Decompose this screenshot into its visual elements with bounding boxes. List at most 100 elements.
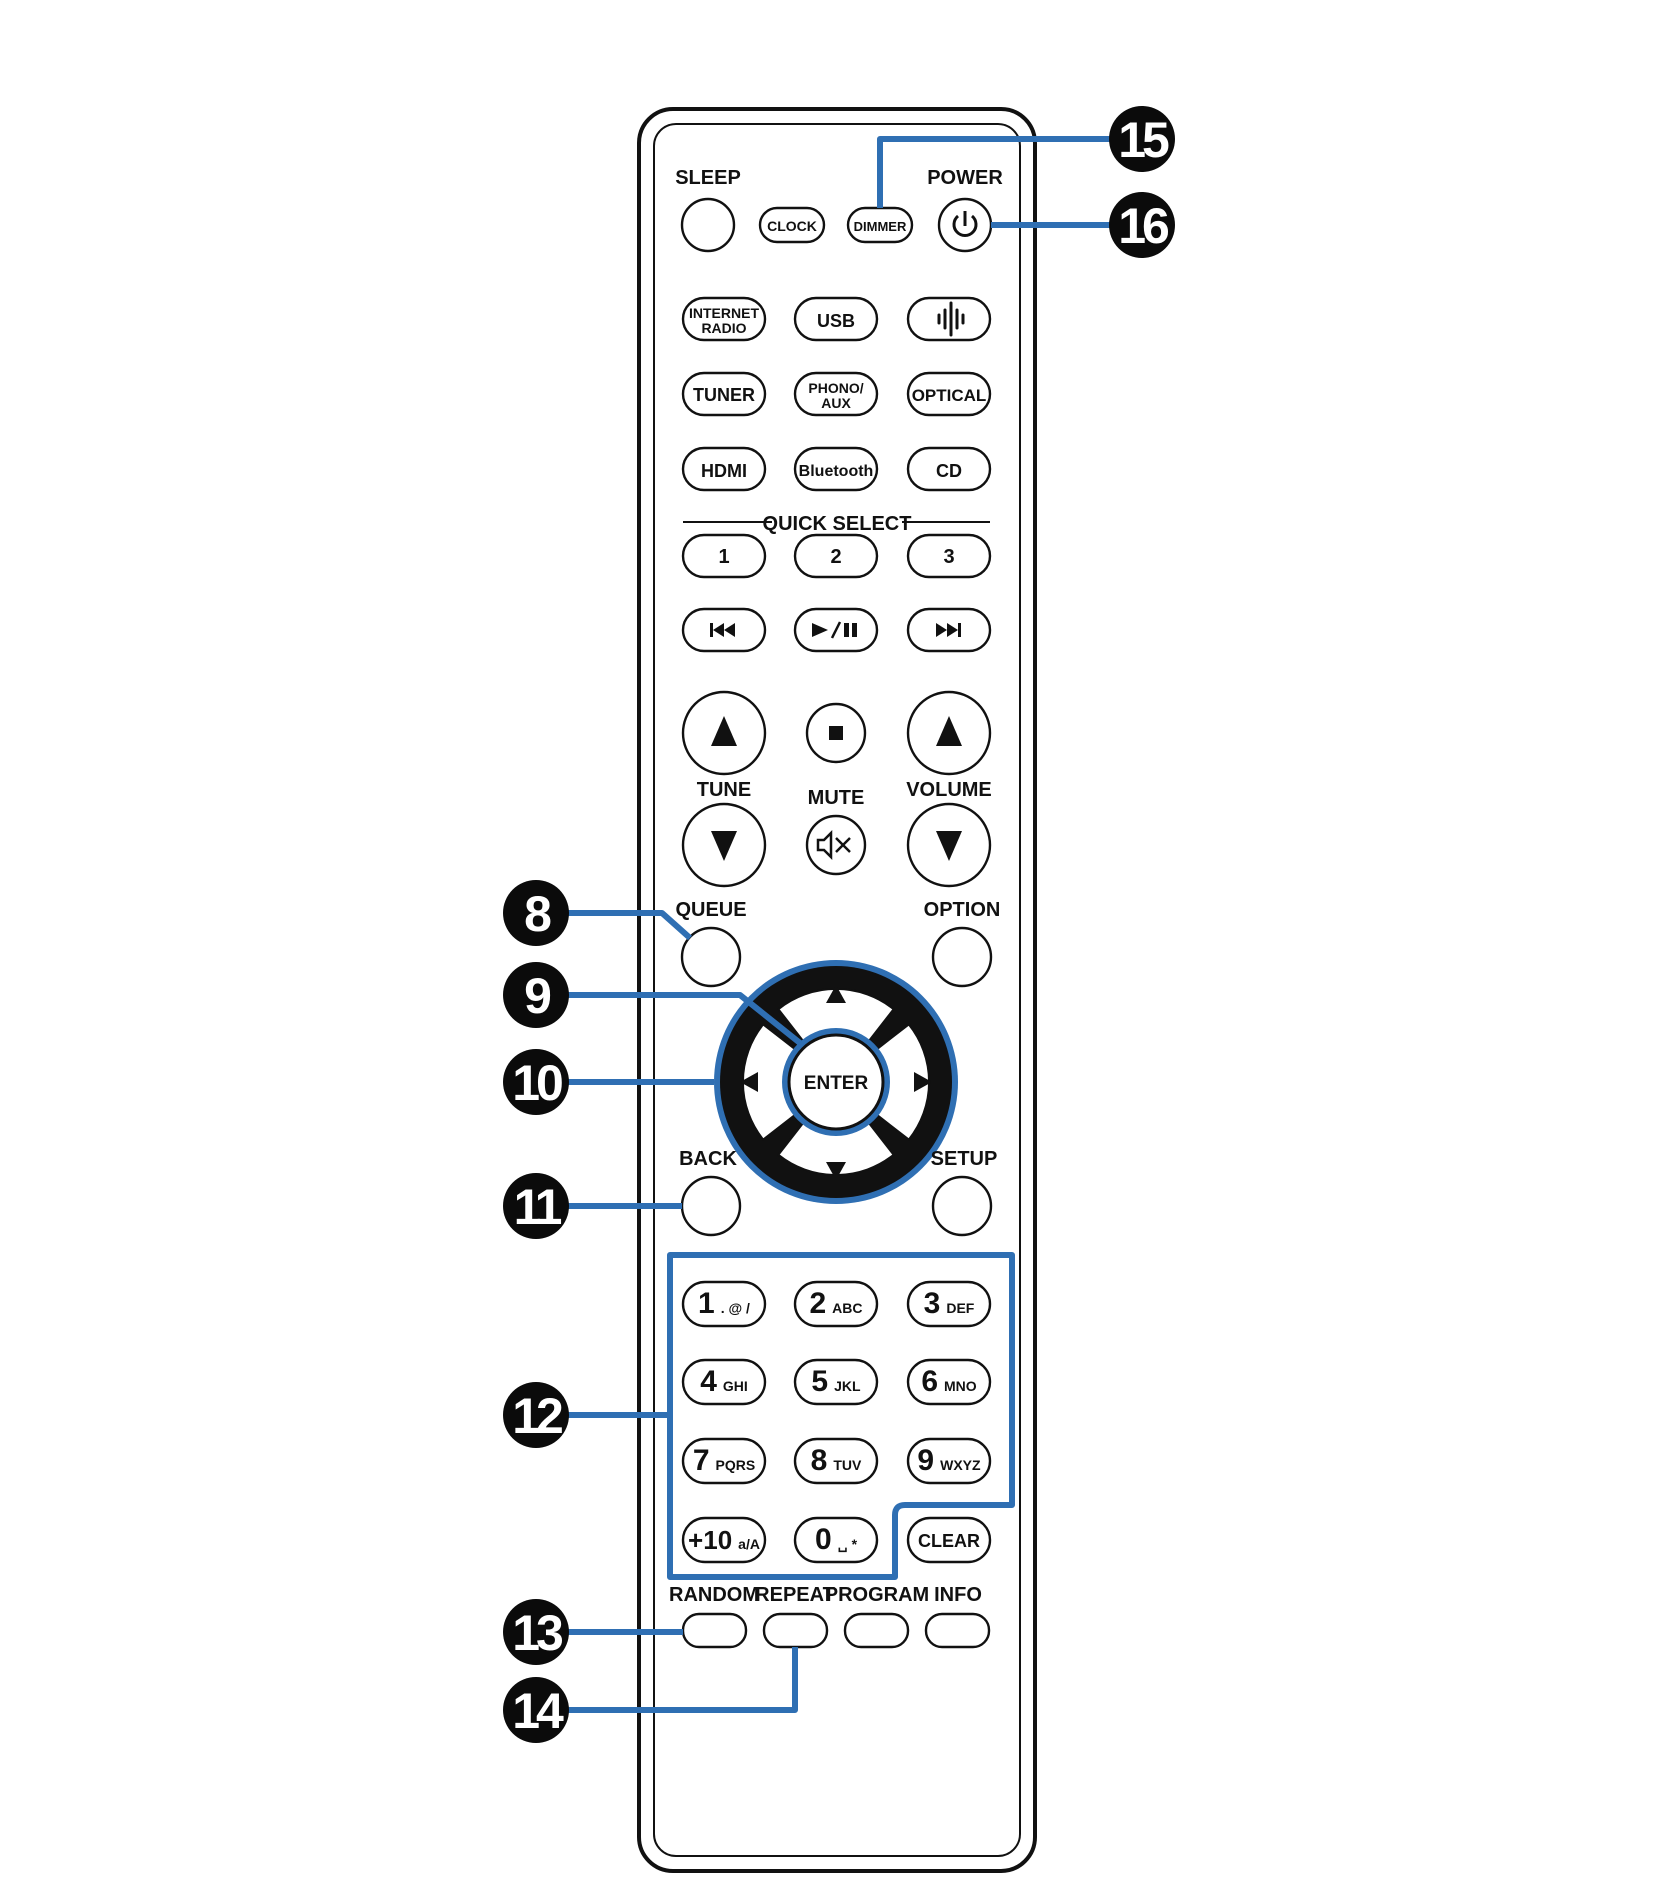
numpad-key-button[interactable] bbox=[681, 1280, 767, 1328]
power-label: POWER bbox=[927, 167, 1003, 189]
cd-button[interactable] bbox=[906, 446, 992, 492]
repeat-label: REPEAT bbox=[755, 1584, 835, 1606]
callout-line-9 bbox=[566, 992, 802, 1046]
tune-label: TUNE bbox=[697, 779, 751, 801]
volume-down-arrow-icon bbox=[936, 831, 962, 861]
callout-9-text: 9 bbox=[524, 968, 550, 1024]
back-button[interactable] bbox=[680, 1175, 742, 1237]
option-button[interactable] bbox=[931, 926, 993, 988]
numpad-key-letters: DEF bbox=[946, 1300, 974, 1316]
numpad-key-button[interactable] bbox=[681, 1358, 767, 1406]
random-button[interactable] bbox=[681, 1612, 748, 1649]
mute-button[interactable] bbox=[805, 814, 867, 876]
numpad-key-button[interactable] bbox=[793, 1516, 879, 1564]
tune-down-arrow-icon bbox=[711, 831, 737, 861]
enter-button[interactable] bbox=[787, 1033, 885, 1131]
power-icon bbox=[952, 211, 978, 237]
tuner-button[interactable] bbox=[681, 371, 767, 417]
tune-up-arrow-icon bbox=[711, 716, 737, 746]
callout-13-text: 13 bbox=[512, 1605, 562, 1661]
optical-button[interactable] bbox=[906, 371, 992, 417]
program-label: PROGRAM bbox=[825, 1584, 929, 1606]
internet-radio-label-2: RADIO bbox=[701, 320, 746, 336]
callout-badge-9: 9 bbox=[503, 962, 569, 1028]
numpad-key-button[interactable] bbox=[681, 1516, 767, 1564]
random-label: RANDOM bbox=[669, 1584, 759, 1606]
internet-radio-button[interactable] bbox=[681, 296, 767, 342]
numpad-key-button[interactable] bbox=[906, 1280, 992, 1328]
queue-button[interactable] bbox=[680, 926, 742, 988]
skip-forward-icon bbox=[936, 623, 961, 637]
numpad-key-digit: 7 bbox=[693, 1444, 710, 1477]
heos-button[interactable] bbox=[906, 296, 992, 342]
callout-11-text: 11 bbox=[514, 1179, 562, 1235]
tuner-button-label: TUNER bbox=[693, 385, 755, 405]
numpad-key-digit: 5 bbox=[811, 1365, 828, 1398]
skip-back-icon bbox=[710, 623, 735, 637]
info-button[interactable] bbox=[924, 1612, 991, 1649]
numpad-key-letters: TUV bbox=[833, 1457, 862, 1473]
phono-label-1: PHONO/ bbox=[808, 380, 863, 396]
numpad-key-label: 3 DEF bbox=[924, 1287, 975, 1320]
numpad-key-digit: 4 bbox=[700, 1365, 717, 1398]
usb-button[interactable] bbox=[793, 296, 879, 342]
callout-10-text: 10 bbox=[512, 1055, 562, 1111]
bluetooth-button-label: Bluetooth bbox=[799, 463, 874, 480]
setup-label: SETUP bbox=[931, 1148, 998, 1170]
numpad-key-label: 4 GHI bbox=[700, 1365, 748, 1398]
callout-line-14 bbox=[566, 1647, 798, 1713]
numpad-key-button[interactable] bbox=[793, 1280, 879, 1328]
quick-select-1-button[interactable] bbox=[681, 533, 767, 579]
dpad-right-arrow-icon bbox=[914, 1072, 932, 1092]
callout-badge-12: 12 bbox=[503, 1382, 569, 1448]
quick-select-2-button[interactable] bbox=[793, 533, 879, 579]
speaker-muted-icon bbox=[816, 829, 851, 861]
hdmi-button[interactable] bbox=[681, 446, 767, 492]
dpad-down-arrow-icon bbox=[826, 1162, 846, 1180]
callout-15-text: 15 bbox=[1118, 112, 1169, 168]
numpad-key-button[interactable] bbox=[906, 1358, 992, 1406]
numpad-key-digit: 6 bbox=[921, 1365, 938, 1398]
usb-button-label: USB bbox=[817, 311, 855, 331]
numpad-key-letters: ␣ * bbox=[838, 1536, 858, 1553]
program-button[interactable] bbox=[843, 1612, 910, 1649]
play-pause-icon bbox=[812, 621, 857, 639]
numpad-key-letters: a/A bbox=[738, 1536, 760, 1552]
bluetooth-button[interactable] bbox=[793, 446, 879, 492]
numpad-key-button[interactable] bbox=[793, 1437, 879, 1485]
numpad-key-button[interactable] bbox=[681, 1437, 767, 1485]
queue-label: QUEUE bbox=[675, 899, 746, 921]
clear-button[interactable] bbox=[906, 1516, 992, 1564]
cd-button-label: CD bbox=[936, 461, 962, 481]
hdmi-button-label: HDMI bbox=[701, 461, 747, 481]
clock-button[interactable] bbox=[758, 206, 826, 244]
numpad-key-digit: 8 bbox=[811, 1444, 828, 1477]
callout-badge-13: 13 bbox=[503, 1599, 569, 1665]
numpad-key-letters: GHI bbox=[723, 1378, 748, 1394]
sleep-button[interactable] bbox=[680, 197, 736, 253]
numpad-key-digit: 0 bbox=[815, 1523, 832, 1556]
numpad-key-button[interactable] bbox=[793, 1358, 879, 1406]
repeat-button[interactable] bbox=[762, 1612, 829, 1649]
setup-button[interactable] bbox=[931, 1175, 993, 1237]
numpad-key-digit: +10 bbox=[688, 1525, 732, 1555]
numpad-key-button[interactable] bbox=[906, 1437, 992, 1485]
numpad-key-letters: WXYZ bbox=[940, 1457, 981, 1473]
numpad-key-label: 8 TUV bbox=[811, 1444, 862, 1477]
numpad-key-label: +10 a/A bbox=[688, 1525, 760, 1555]
internet-radio-label-1: INTERNET bbox=[689, 305, 759, 321]
numpad-key-digit: 3 bbox=[924, 1287, 941, 1320]
callout-8-text: 8 bbox=[524, 886, 551, 942]
callout-badge-16: 16 bbox=[1109, 192, 1175, 258]
quick-select-3-button[interactable] bbox=[906, 533, 992, 579]
numpad-key-letters: ABC bbox=[832, 1300, 862, 1316]
option-label: OPTION bbox=[924, 899, 1001, 921]
phono-aux-button[interactable] bbox=[793, 371, 879, 417]
stop-icon bbox=[829, 726, 843, 740]
callout-badge-14: 14 bbox=[503, 1677, 569, 1743]
callout-badge-10: 10 bbox=[503, 1049, 569, 1115]
dimmer-button-label: DIMMER bbox=[854, 219, 907, 234]
heos-music-icon bbox=[937, 301, 965, 337]
callout-line-15 bbox=[877, 136, 1110, 208]
